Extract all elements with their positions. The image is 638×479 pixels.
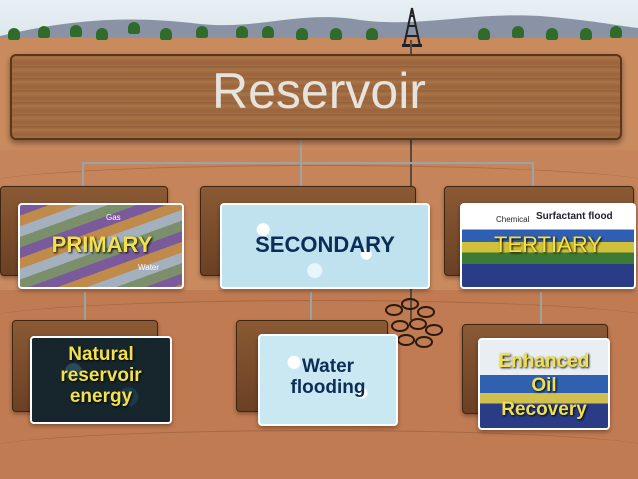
tree-icon	[296, 28, 308, 40]
tree-icon	[610, 26, 622, 38]
tree-icon	[366, 28, 378, 40]
tree-icon	[128, 22, 140, 34]
natural-energy-card	[30, 336, 172, 424]
tree-icon	[196, 26, 208, 38]
tertiary-card: Chemical Surfactant flood	[460, 203, 636, 289]
oil-derrick-icon	[402, 7, 422, 47]
connector-line	[310, 292, 312, 324]
tree-icon	[580, 28, 592, 40]
tertiary-label: TERTIARY	[494, 232, 602, 257]
connector-line	[540, 292, 542, 324]
connector-line	[84, 292, 86, 324]
enhanced-oil-recovery-card	[478, 338, 610, 430]
secondary-card	[220, 203, 430, 289]
tree-icon	[8, 28, 20, 40]
tree-icon	[96, 28, 108, 40]
strata-line	[0, 165, 638, 206]
tree-icon	[236, 26, 248, 38]
connector-line	[82, 162, 534, 164]
natural-energy-label: Natural reservoir energy	[60, 344, 142, 407]
connector-line	[532, 162, 534, 186]
tree-icon	[160, 28, 172, 40]
connector-line	[82, 162, 84, 186]
strata-line	[0, 300, 638, 341]
reservoir-rock-pattern	[385, 298, 443, 348]
tree-icon	[38, 26, 50, 38]
primary-card: Gas Water	[18, 203, 184, 289]
well-pipe	[410, 40, 412, 320]
connector-line	[300, 140, 302, 162]
tree-icon	[262, 26, 274, 38]
secondary-label: SECONDARY	[255, 232, 395, 257]
gas-label: Gas	[106, 213, 121, 222]
tree-icon	[478, 28, 490, 40]
tree-icon	[512, 26, 524, 38]
tree-icon	[546, 28, 558, 40]
tree-icon	[70, 25, 82, 37]
water-flooding-label: Water flooding	[290, 356, 366, 398]
primary-label: PRIMARY	[51, 232, 153, 257]
chemical-label: Chemical	[496, 215, 530, 224]
strata-line	[0, 430, 638, 471]
page-title: Reservoir	[212, 63, 426, 119]
connector-line	[300, 162, 302, 186]
water-flooding-card	[258, 334, 398, 426]
enhanced-oil-recovery-label: Enhanced Oil Recovery	[498, 351, 590, 420]
tree-icon	[330, 28, 342, 40]
reservoir-title-box	[10, 54, 622, 140]
water-label: Water	[138, 263, 160, 272]
surfactant-flood-label: Surfactant flood	[536, 211, 613, 222]
